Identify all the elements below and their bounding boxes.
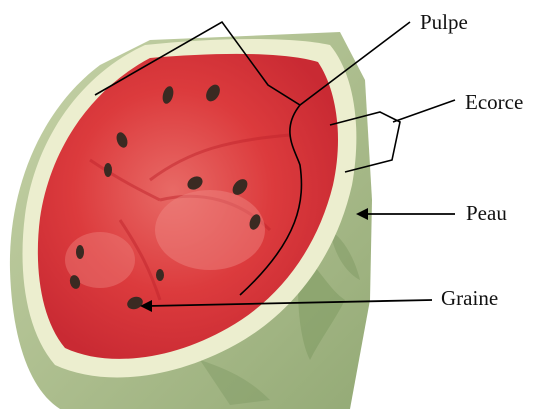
graine-seed [76, 245, 84, 259]
graine-seed [104, 163, 112, 177]
label-peau: Peau [466, 203, 507, 224]
label-pulpe: Pulpe [420, 12, 468, 33]
label-graine: Graine [441, 288, 498, 309]
ecorce-pointer-line [393, 100, 455, 122]
label-ecorce: Ecorce [465, 92, 523, 113]
pulpe-pale-patch [155, 190, 265, 270]
graine-seed [156, 269, 164, 281]
